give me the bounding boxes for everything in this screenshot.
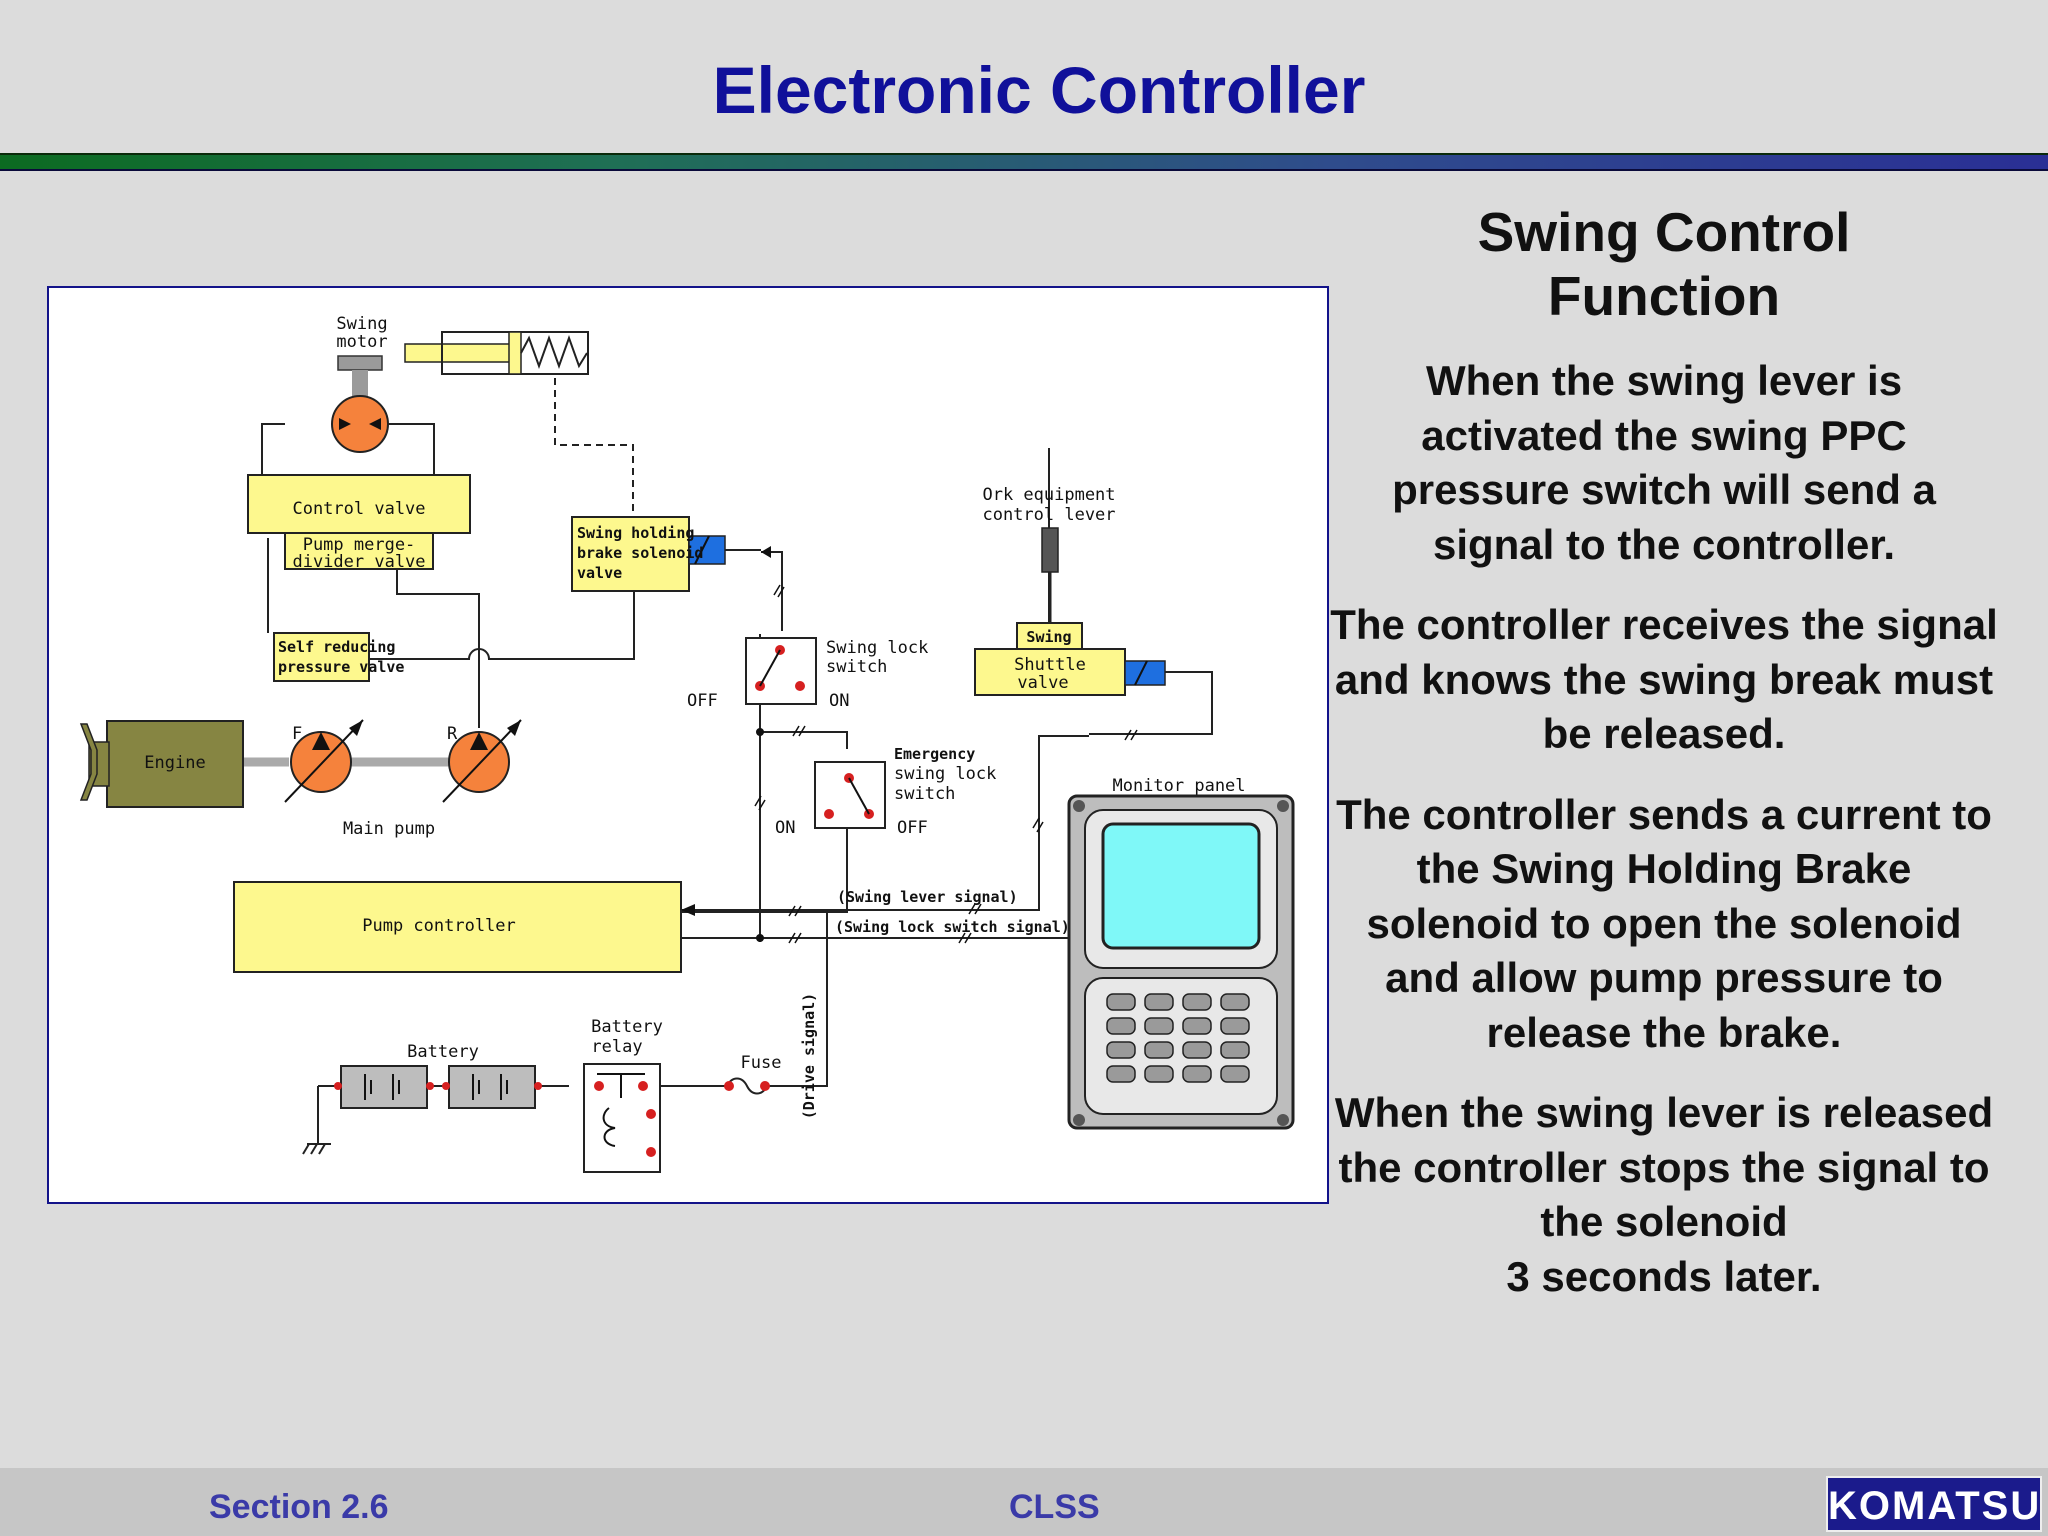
pump-r-label: R — [447, 724, 458, 744]
swing-lock-label-2: switch — [826, 657, 887, 677]
emergency-on-label: ON — [775, 818, 795, 838]
shuttle-label-1: Shuttle — [1014, 655, 1086, 675]
pump-merge-label-2: divider valve — [292, 552, 425, 572]
self-reducing-label-1: Self reducing — [278, 638, 395, 656]
swing-lock-off-label: OFF — [687, 691, 718, 711]
control-valve-label: Control valve — [292, 499, 425, 519]
side-paragraph-4-line-2: 3 seconds later. — [1506, 1252, 1822, 1300]
side-heading-line-1: Swing Control — [1477, 201, 1851, 263]
holding-brake-label-2: brake solenoid — [577, 544, 703, 562]
side-paragraph-2: The controller receives the signal and k… — [1330, 601, 1998, 757]
swing-lock-signal-label: (Swing lock switch signal) — [835, 918, 1070, 936]
work-lever-label-2: control lever — [982, 505, 1115, 525]
side-paragraph-3: The controller sends a current to the Sw… — [1336, 790, 1992, 1056]
komatsu-logo: KOMATSU — [1826, 1476, 2042, 1532]
monitor-panel-label: Monitor panel — [1112, 776, 1245, 796]
shuttle-label-2: valve — [1017, 673, 1068, 693]
holding-brake-label-3: valve — [577, 564, 622, 582]
pump-merge-label-1: Pump merge- — [303, 535, 416, 555]
swing-lock-label-1: Swing lock — [826, 638, 928, 658]
footer-center: CLSS — [1009, 1488, 1100, 1526]
swing-tag-label: Swing — [1026, 628, 1071, 646]
side-paragraph-4-line-1: When the swing lever is released the con… — [1334, 1089, 1994, 1245]
swing-motor-label-2: motor — [336, 332, 387, 352]
pump-f-label: F — [292, 724, 302, 744]
work-lever-label-1: Ork equipment — [982, 485, 1115, 505]
battery-label: Battery — [407, 1042, 479, 1062]
side-paragraph-4: When the swing lever is released the con… — [1330, 1086, 1998, 1304]
fuse-label: Fuse — [741, 1053, 782, 1073]
swing-control-diagram: Control valve Pump merge- divider valve … — [47, 286, 1329, 1204]
emergency-label-1: Emergency — [894, 745, 975, 763]
side-paragraph-1: When the swing lever is activated the sw… — [1392, 357, 1936, 568]
pump-controller-label: Pump controller — [362, 916, 516, 936]
battery-relay-label-2: relay — [591, 1037, 642, 1057]
swing-lever-signal-label: (Swing lever signal) — [837, 888, 1018, 906]
swing-motor-label-1: Swing — [336, 314, 387, 334]
emergency-label-3: switch — [894, 784, 955, 804]
page-title: Electronic Controller — [712, 53, 1366, 127]
emergency-off-label: OFF — [897, 818, 928, 838]
engine-label: Engine — [144, 753, 205, 773]
holding-brake-label-1: Swing holding — [577, 524, 694, 542]
swing-lock-on-label: ON — [829, 691, 849, 711]
diagram-svg: Control valve Pump merge- divider valve … — [79, 314, 1295, 1173]
title-divider — [0, 153, 2048, 171]
main-pump-label: Main pump — [343, 819, 435, 839]
emergency-label-2: swing lock — [894, 764, 996, 784]
footer-section: Section 2.6 — [209, 1488, 389, 1526]
battery-relay-label-1: Battery — [591, 1017, 663, 1037]
side-heading-line-2: Function — [1547, 265, 1781, 327]
self-reducing-label-2: pressure valve — [278, 658, 404, 676]
footer-bar — [0, 1468, 2048, 1536]
drive-signal-label: (Drive signal) — [800, 993, 818, 1119]
